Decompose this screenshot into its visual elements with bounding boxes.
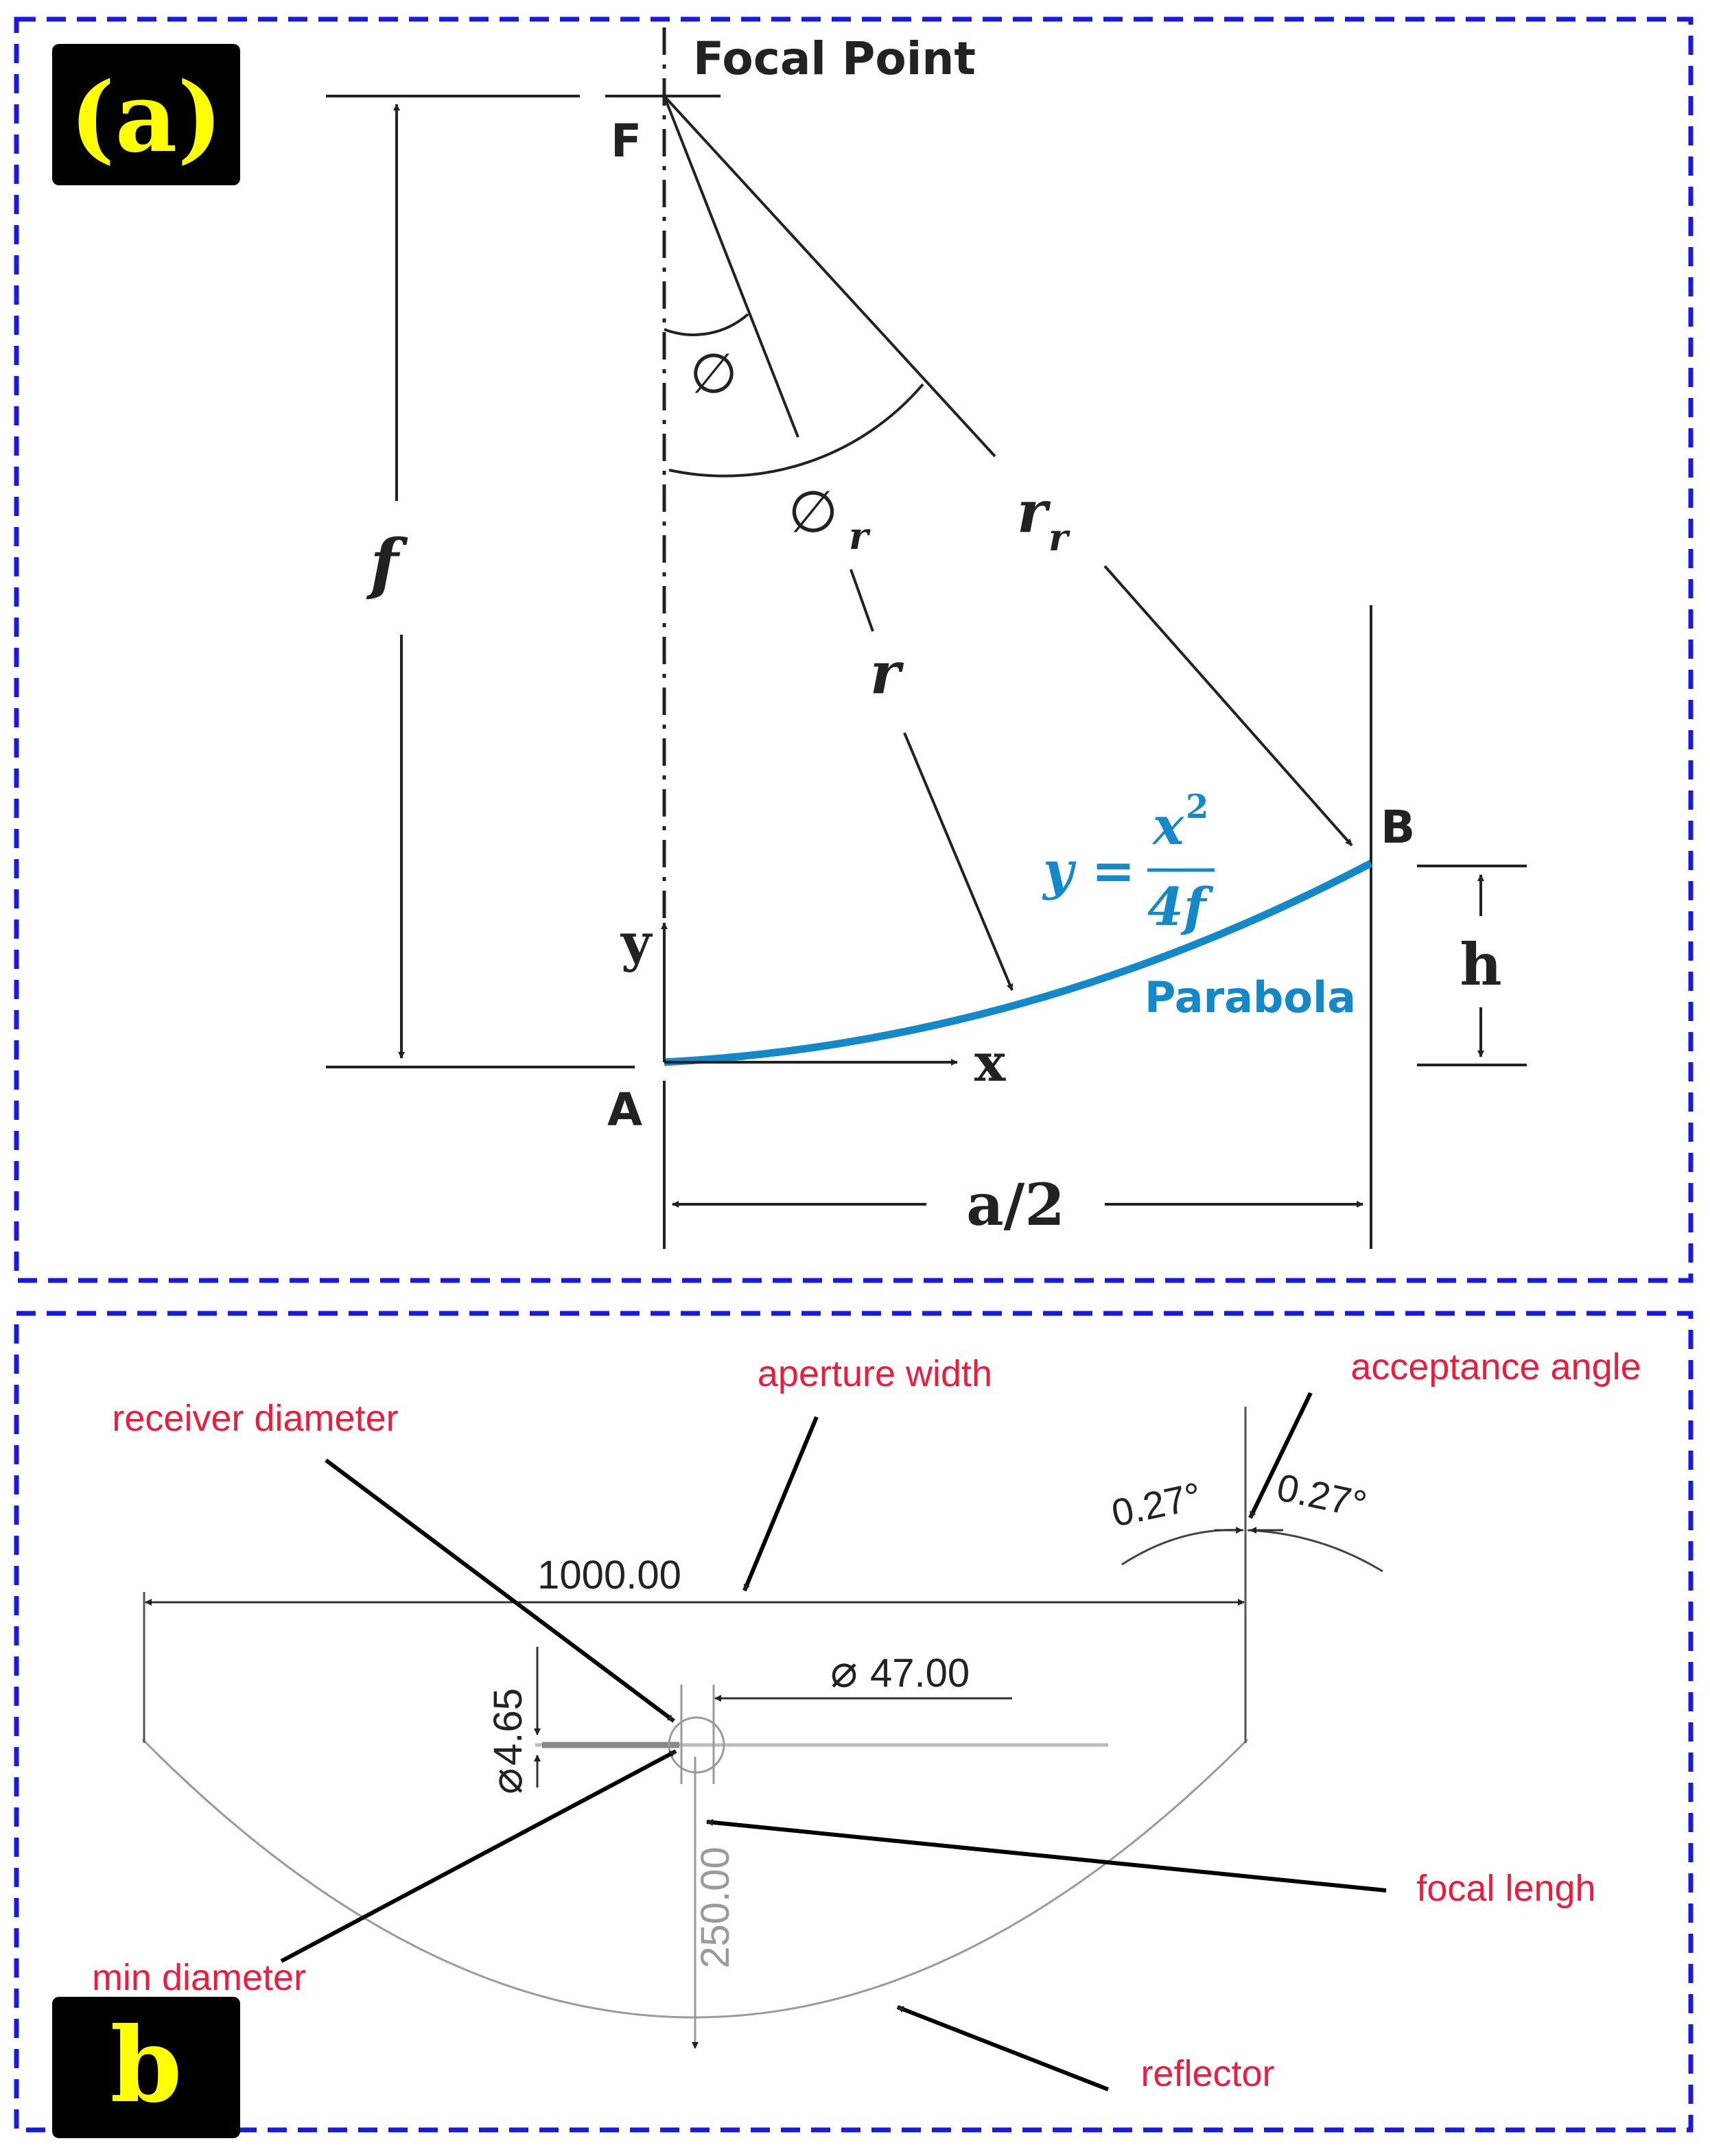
phi-label: ∅ xyxy=(690,342,738,406)
r-r-arrow xyxy=(1103,565,1353,847)
aperture-callout-arrow xyxy=(742,1416,819,1592)
phi-r-subscript: r xyxy=(849,514,871,558)
r-r-label: r xyxy=(1017,478,1051,546)
equation-numerator: x xyxy=(1151,795,1185,856)
acceptance-callout-arrow xyxy=(1248,1392,1313,1519)
panel-b-badge-text: b xyxy=(110,2005,183,2126)
min-dim-symbol: ⌀ xyxy=(482,1768,531,1794)
equation-numerator-sup: 2 xyxy=(1186,788,1208,826)
point-a-label: A xyxy=(607,1083,642,1136)
receiver-diameter-label: receiver diameter xyxy=(112,1398,398,1439)
equation-lhs: y = xyxy=(1042,840,1135,901)
equation-denominator: 4f xyxy=(1147,876,1214,937)
panel-b-frame xyxy=(14,1311,1694,2133)
h-label: h xyxy=(1460,930,1501,998)
acceptance-arc-right xyxy=(1247,1529,1383,1573)
parabola-label: Parabola xyxy=(1145,972,1356,1022)
y-axis-label: y xyxy=(620,912,653,973)
ray-phi xyxy=(663,95,799,438)
phi-arc xyxy=(664,313,749,336)
aperture-width-label: aperture width xyxy=(758,1353,992,1394)
r-label: r xyxy=(870,639,904,707)
angle-left-value: 0.27° xyxy=(1108,1474,1205,1535)
receiver-circle xyxy=(668,1716,725,1774)
panel-a-frame xyxy=(14,16,1694,1283)
panel-a-badge: (a) xyxy=(52,44,240,185)
acceptance-arc-left xyxy=(1121,1529,1244,1566)
phi-r-label: ∅ xyxy=(788,478,838,546)
a-half-label: a/2 xyxy=(966,1171,1065,1239)
parabola-curve xyxy=(664,860,1373,1066)
receiver-dim-value: 47.00 xyxy=(870,1651,970,1696)
focal-length-label: focal lengh xyxy=(1416,1868,1595,1909)
aperture-dim-value: 1000.00 xyxy=(537,1553,681,1597)
focal-callout-arrow xyxy=(706,1818,1387,1893)
r-r-subscript: r xyxy=(1049,515,1070,559)
phi-r-arc xyxy=(668,383,924,478)
focal-point-label: Focal Point xyxy=(693,32,976,85)
reflector-callout-arrow xyxy=(896,2005,1110,2091)
angle-right-value: 0.27° xyxy=(1274,1465,1371,1526)
receiver-callout-arrow xyxy=(325,1458,675,1723)
r-upper-segment xyxy=(850,569,874,632)
reflector-label: reflector xyxy=(1140,2053,1274,2094)
point-b-label: B xyxy=(1381,801,1415,854)
min-dim-value: 4.65 xyxy=(486,1688,530,1766)
x-axis-label: x xyxy=(974,1032,1006,1093)
min-diameter-label: min diameter xyxy=(92,1957,306,1998)
min-diameter-callout-arrow xyxy=(280,1749,677,1963)
acceptance-angle-label: acceptance angle xyxy=(1350,1346,1641,1387)
panel-a-badge-text: (a) xyxy=(69,62,222,174)
f-label: f xyxy=(366,525,408,602)
r-arrow xyxy=(903,732,1014,991)
point-f-label: F xyxy=(611,115,642,167)
receiver-dim-symbol: ⌀ xyxy=(830,1645,858,1696)
focal-dim-value: 250.00 xyxy=(693,1847,738,1968)
panel-b-badge: b xyxy=(52,1997,240,2138)
ray-rim xyxy=(663,95,996,458)
